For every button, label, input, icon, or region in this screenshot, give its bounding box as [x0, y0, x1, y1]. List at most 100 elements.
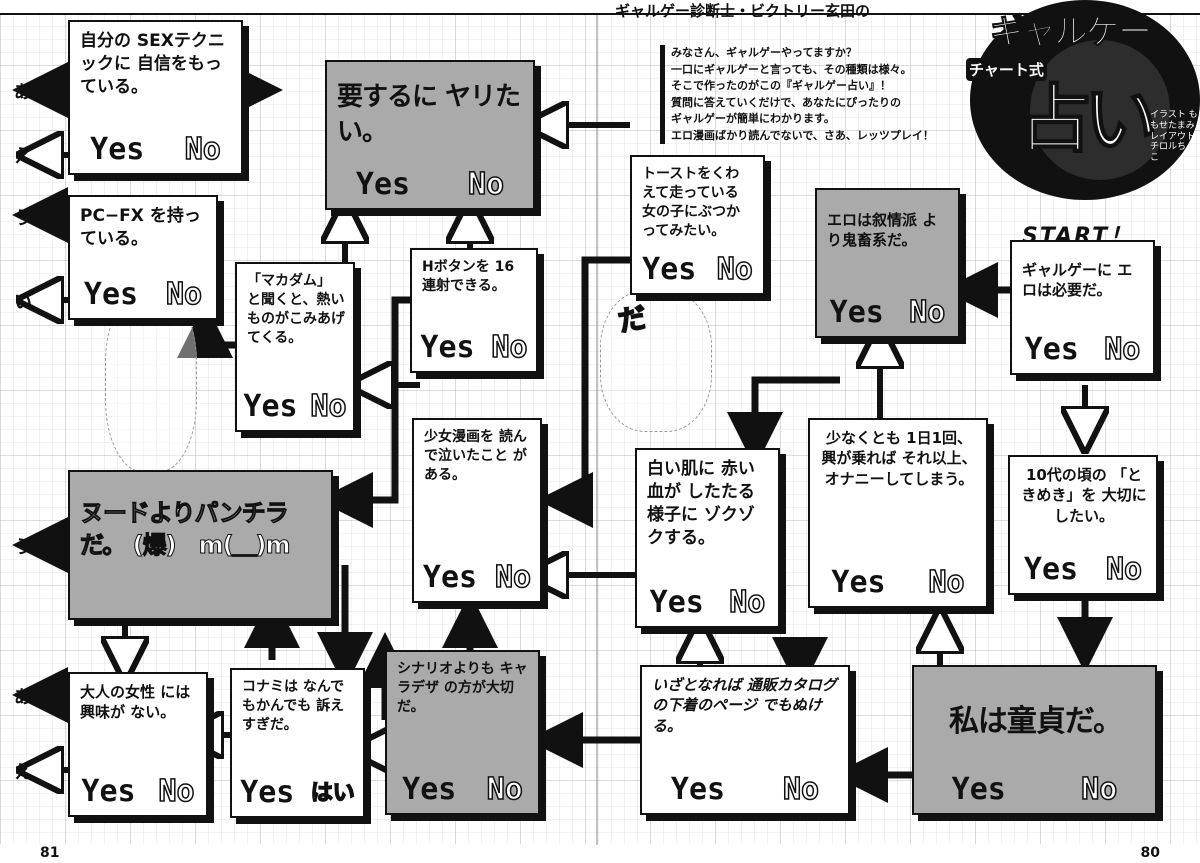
yes-option[interactable]: Yes — [670, 772, 726, 807]
question-box-toast[interactable]: トーストをくわ えて走っている 女の子にぶつか ってみたい。 Yes No — [630, 155, 765, 295]
question-box-doutei[interactable]: 私は童貞だ。 Yes No — [912, 665, 1157, 815]
question-text: 大人の女性 には興味が ない。 — [80, 683, 191, 722]
question-text: Hボタンを 16連射できる。 — [422, 259, 515, 294]
question-box-kichiku[interactable]: エロは叙情派 より鬼畜系だ。 Yes No — [815, 188, 960, 338]
answer-row: Yes No — [237, 388, 353, 425]
page-number-left: 81 — [40, 845, 60, 861]
answer-row: Yes No — [70, 276, 216, 313]
yes-option[interactable]: Yes — [422, 560, 478, 595]
yes-option[interactable]: Yes — [240, 775, 295, 810]
question-box-sex[interactable]: 自分の SEXテクニックに 自信をもっている。 Yes No — [68, 20, 243, 175]
yes-option[interactable]: Yes — [831, 565, 886, 600]
result-label: え — [14, 146, 32, 167]
question-box-konami[interactable]: コナミは なんでもかんでも 訴えすぎだ。 Yes はい — [230, 668, 365, 818]
yes-option[interactable]: Yes — [90, 132, 145, 167]
no-option[interactable]: No — [310, 388, 348, 425]
answer-row: Yes No — [914, 771, 1155, 808]
intro-text: みなさん、ギャルゲーやってますか？ 一口にギャルゲーと言っても、その種類は様々。… — [660, 45, 971, 144]
question-box-tokimeki[interactable]: 10代の頃の 「ときめき」を 大切にしたい。 Yes No — [1008, 455, 1158, 595]
question-box-tsuhan[interactable]: いざとなれば 通販カタログの下着のページ でもぬける。 Yes No — [640, 665, 850, 815]
no-option[interactable]: No — [467, 166, 505, 203]
no-option[interactable]: No — [928, 564, 966, 601]
no-option[interactable]: No — [184, 131, 222, 168]
question-box-yaritai[interactable]: 要するに ヤリたい。 Yes No — [325, 60, 535, 210]
question-text: エロは叙情派 より鬼畜系だ。 — [827, 211, 938, 250]
yes-option[interactable]: Yes — [420, 330, 475, 365]
intro-line: みなさん、ギャルゲーやってますか？ — [671, 46, 857, 59]
yes-option[interactable]: Yes — [355, 167, 411, 202]
no-option[interactable]: No — [494, 559, 532, 596]
no-option[interactable]: No — [908, 294, 946, 331]
question-text: トーストをくわ えて走っている 女の子にぶつか ってみたい。 — [642, 166, 740, 239]
question-text: 要するに ヤリたい。 — [337, 82, 521, 148]
answer-row: Yes No — [70, 773, 206, 810]
no-option[interactable]: No — [491, 329, 529, 366]
result-label: あ — [14, 82, 32, 103]
answer-row: Yes No — [70, 131, 241, 168]
no-option[interactable]: No — [165, 276, 203, 313]
result-label: う — [14, 208, 32, 229]
yes-option[interactable]: Yes — [1024, 332, 1079, 367]
title-main: ギャルゲー — [990, 12, 1153, 53]
intro-line: 質問に答えていくだけで、あなたにぴったりの — [671, 95, 902, 109]
no-option[interactable]: No — [1080, 771, 1118, 808]
question-box-nude[interactable]: ヌードよりパンチラだ。 (爆) m(＿)m — [68, 470, 333, 620]
answer-row: Yes No — [637, 584, 778, 621]
yes-option[interactable]: Yes — [829, 295, 884, 330]
hai-option[interactable]: はい — [310, 780, 356, 807]
question-box-hbutton[interactable]: Hボタンを 16連射できる。 Yes No — [410, 248, 538, 373]
title-credits: イラスト ももせたまみ レイアウト チロルちょこ — [1150, 110, 1198, 164]
header-subtitle: ギャルゲー診断士・ビクトリー玄田の — [614, 2, 870, 20]
question-text: コナミは なんでもかんでも 訴えすぎだ。 — [242, 679, 345, 733]
no-option[interactable]: No — [158, 773, 196, 810]
question-box-shiroi[interactable]: 白い肌に 赤い血が したたる様子に ゾクゾクする。 Yes No — [635, 448, 780, 628]
result-label: え — [14, 762, 32, 783]
yes-option[interactable]: Yes — [951, 772, 1006, 807]
answer-row: Yes はい — [232, 775, 363, 810]
question-text: 白い肌に 赤い血が したたる様子に ゾクゾクする。 — [647, 459, 755, 548]
yes-option[interactable]: Yes — [83, 277, 139, 312]
yes-option[interactable]: Yes — [243, 389, 298, 424]
title-emblem — [970, 0, 1200, 200]
no-option[interactable]: No — [1105, 551, 1143, 588]
yes-option[interactable]: Yes — [81, 774, 136, 809]
answer-row: Yes No — [414, 559, 540, 596]
answer-row: Yes No — [387, 771, 538, 808]
no-option[interactable]: No — [782, 771, 820, 808]
page-number-right: 80 — [1140, 845, 1160, 861]
result-label: う — [14, 537, 32, 558]
intro-line: ギャルゲーが簡単にわかります。 — [671, 112, 835, 125]
yes-option[interactable]: Yes — [1023, 552, 1079, 587]
no-option[interactable]: No — [716, 251, 754, 288]
question-text: いざとなれば 通販カタログの下着のページ でもぬける。 — [652, 676, 837, 735]
answer-row: Yes No — [1010, 551, 1156, 588]
intro-line: エロ漫画ばかり読んでないで、さあ、レッツプレイ！ — [671, 128, 934, 142]
answer-row: Yes No — [642, 771, 848, 808]
yes-option[interactable]: Yes — [649, 585, 704, 620]
no-option[interactable]: No — [486, 771, 524, 808]
no-option[interactable]: No — [1103, 331, 1141, 368]
title-big: 占い — [1017, 76, 1159, 164]
result-label: あ — [14, 687, 32, 708]
question-box-otona[interactable]: 大人の女性 には興味が ない。 Yes No — [68, 672, 208, 817]
title-block: ギャルゲー チャート式 占い イラスト ももせたまみ レイアウト チロルちょこ — [950, 0, 1200, 200]
answer-row: Yes No — [810, 564, 986, 601]
title-tag: チャート式 — [966, 58, 1047, 81]
yes-option[interactable]: Yes — [642, 252, 697, 287]
answer-row: Yes No — [817, 294, 958, 331]
question-text: ヌードよりパンチラだ。 (爆) m(＿)m — [80, 499, 292, 560]
question-text: 自分の SEXテクニックに 自信をもっている。 — [80, 31, 225, 97]
answer-row: Yes No — [1012, 331, 1153, 368]
header-rule — [0, 13, 1200, 15]
question-text: 10代の頃の 「ときめき」を 大切にしたい。 — [1021, 466, 1147, 525]
yes-option[interactable]: Yes — [402, 772, 457, 807]
question-text: 私は童貞だ。 — [948, 704, 1123, 739]
result-label: い — [14, 292, 32, 313]
no-option[interactable]: No — [728, 584, 766, 621]
